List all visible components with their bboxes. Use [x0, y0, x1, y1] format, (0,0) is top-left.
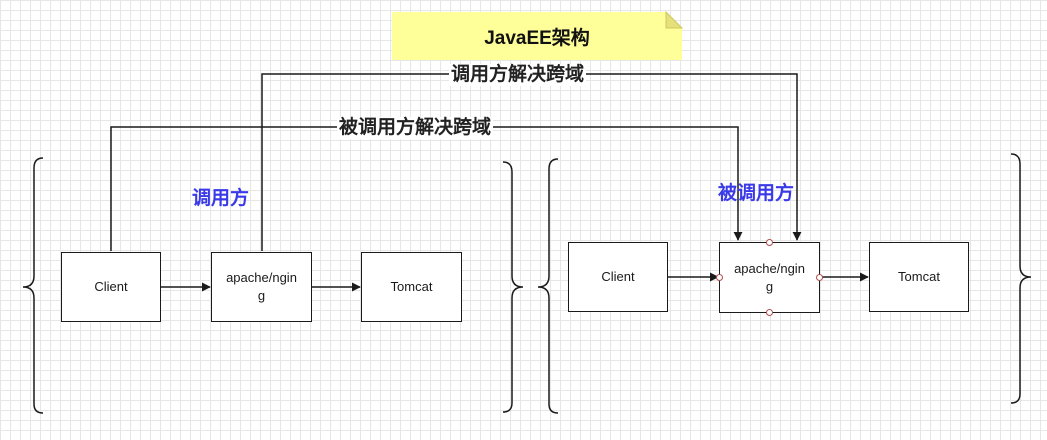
left-group-close-brace — [502, 161, 524, 413]
left-proxy-node[interactable]: apache/ngin g — [211, 252, 312, 322]
title-note[interactable]: JavaEE架构 — [392, 12, 682, 60]
connection-handle-right[interactable] — [816, 274, 823, 281]
title-note-text: JavaEE架构 — [484, 27, 590, 49]
right-group-close-brace — [1010, 153, 1032, 404]
right-client-node[interactable]: Client — [568, 242, 668, 312]
right-group-open-brace — [537, 158, 559, 414]
connection-handle-top[interactable] — [766, 239, 773, 246]
caller-solves-connector[interactable] — [261, 73, 802, 251]
title-note-shape[interactable] — [392, 10, 684, 60]
right-tomcat-node[interactable]: Tomcat — [869, 242, 969, 312]
right-role-label: 被调用方 — [718, 183, 795, 204]
caller-solves-label[interactable]: 调用方解决跨域 — [449, 64, 587, 86]
left-role-label: 调用方 — [192, 188, 250, 209]
left-tomcat-node[interactable]: Tomcat — [361, 252, 462, 322]
connection-handle-left[interactable] — [716, 274, 723, 281]
right-proxy-node[interactable]: apache/ngin g — [719, 242, 820, 313]
callee-solves-label[interactable]: 被调用方解决跨域 — [337, 117, 494, 139]
left-client-node[interactable]: Client — [61, 252, 161, 322]
left-group-open-brace — [22, 157, 44, 414]
connection-handle-bottom[interactable] — [766, 309, 773, 316]
